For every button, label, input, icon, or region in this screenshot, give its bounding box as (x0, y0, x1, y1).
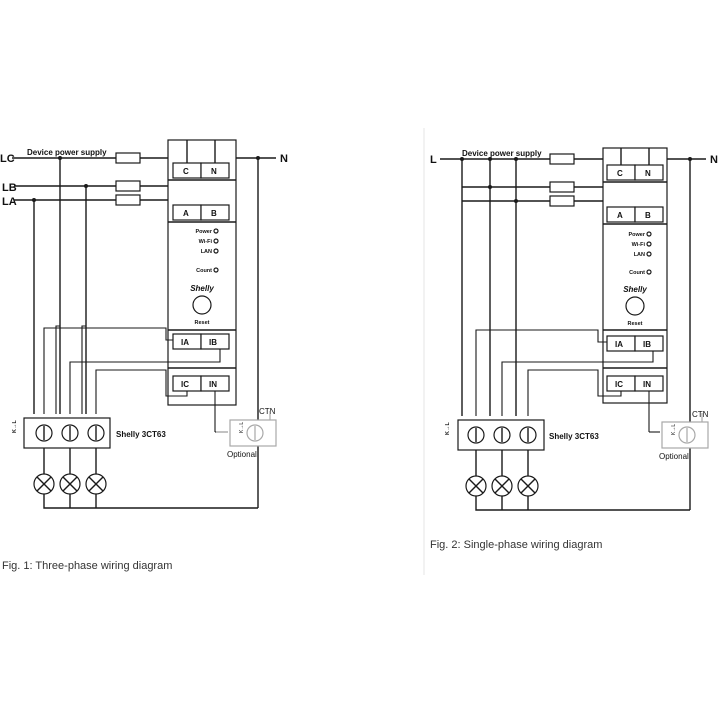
line-label-lb: LB (2, 182, 17, 194)
figure-2-caption: Fig. 2: Single-phase wiring diagram (430, 539, 602, 551)
fuse-a (115, 194, 141, 206)
led-power-label: Power (195, 229, 212, 235)
reset-button-icon (192, 295, 212, 315)
load-2-icon-2 (491, 475, 513, 497)
neutral-label: N (280, 153, 288, 165)
led-lan-label-2: LAN (634, 252, 645, 258)
reset-label-2: Reset (628, 321, 643, 327)
load-3-icon-2 (517, 475, 539, 497)
fuse-l (549, 153, 575, 165)
svg-text:A: A (617, 211, 623, 220)
fuse-b-2 (549, 181, 575, 193)
svg-text:IN: IN (643, 380, 651, 389)
three-phase-diagram: LC LB LA N Device power supply C N (0, 139, 288, 572)
led-power-icon (213, 228, 219, 234)
line-label-lc: LC (0, 153, 15, 165)
terminal-ib (200, 333, 230, 350)
svg-text:C: C (617, 169, 623, 178)
led-wifi-icon-2 (646, 241, 652, 247)
load-3-icon (85, 473, 107, 495)
ctn-label-2: CTN (692, 410, 709, 419)
ct-side-label: K→L (12, 420, 18, 433)
svg-text:B: B (645, 211, 651, 220)
svg-text:IC: IC (181, 380, 189, 389)
device-power-supply-label: Device power supply (27, 148, 107, 157)
terminal-b-2 (634, 206, 664, 223)
led-count-label-2: Count (629, 270, 645, 276)
svg-text:B: B (211, 209, 217, 218)
led-lan-icon (213, 248, 219, 254)
svg-text:IN: IN (209, 380, 217, 389)
led-count-label: Count (196, 268, 212, 274)
svg-text:N: N (211, 167, 217, 176)
svg-text:K→L: K→L (671, 424, 677, 435)
led-lan-label: LAN (201, 249, 212, 255)
fuse-a-2 (549, 195, 575, 207)
shelly-logo-2: Shelly (623, 285, 647, 294)
led-power-icon-2 (646, 231, 652, 237)
svg-text:K→L: K→L (239, 422, 245, 433)
neutral-label-2: N (710, 154, 718, 166)
led-wifi-label: Wi-Fi (199, 239, 213, 245)
optional-label: Optional (227, 450, 257, 459)
ct-block-label-2: Shelly 3CT63 (549, 432, 599, 441)
fuse-b (115, 180, 141, 192)
line-label-la: LA (2, 196, 17, 208)
single-phase-diagram: L N Device power supply C N A B Power (430, 147, 718, 551)
led-lan-icon-2 (646, 251, 652, 257)
ct-side-label-2: K→L (445, 422, 451, 435)
svg-text:IA: IA (181, 338, 189, 347)
reset-button-icon-2 (625, 296, 645, 316)
led-count-icon-2 (646, 269, 652, 275)
svg-text:IB: IB (643, 340, 651, 349)
load-1-icon-2 (465, 475, 487, 497)
svg-text:N: N (645, 169, 651, 178)
led-wifi-icon (213, 238, 219, 244)
load-1-icon (33, 473, 55, 495)
line-label-l: L (430, 154, 437, 166)
figure-1-caption: Fig. 1: Three-phase wiring diagram (2, 560, 172, 572)
terminal-ib-2 (634, 335, 664, 352)
device-power-supply-label-2: Device power supply (462, 149, 542, 158)
svg-text:A: A (183, 209, 189, 218)
terminal-b (200, 204, 230, 221)
shelly-device-2 (602, 147, 668, 404)
svg-text:IB: IB (209, 338, 217, 347)
svg-text:IC: IC (615, 380, 623, 389)
load-2-icon (59, 473, 81, 495)
led-power-label-2: Power (628, 232, 645, 238)
fuse-c (115, 152, 141, 164)
load-return-neutral (43, 494, 258, 509)
ct-block-label: Shelly 3CT63 (116, 430, 166, 439)
shelly-logo: Shelly (190, 284, 214, 293)
led-wifi-label-2: Wi-Fi (632, 242, 646, 248)
shelly-device (167, 139, 237, 406)
led-count-icon (213, 267, 219, 273)
optional-label-2: Optional (659, 452, 689, 461)
ctn-label: CTN (259, 407, 276, 416)
svg-text:IA: IA (615, 340, 623, 349)
svg-text:C: C (183, 167, 189, 176)
reset-label: Reset (195, 320, 210, 326)
